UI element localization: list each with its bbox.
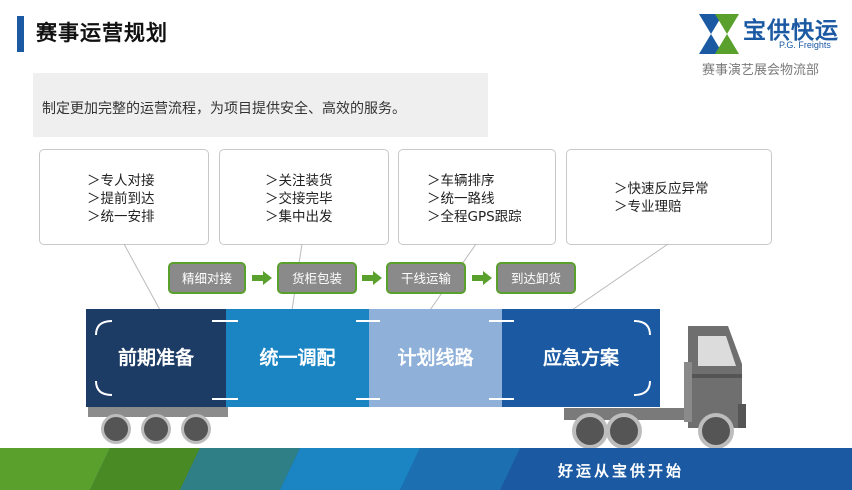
card-emergency: ＞快速反应异常 ＞专业理赔 [566, 149, 772, 245]
page-title: 赛事运营规划 [36, 21, 168, 45]
footer-banner [0, 448, 852, 490]
card-route-text: ＞车辆排序 ＞统一路线 ＞全程GPS跟踪 [427, 173, 522, 225]
card-dispatch-text: ＞关注装货 ＞交接完毕 ＞集中出发 [265, 173, 333, 225]
process-step-4: 到达卸货 [496, 262, 576, 294]
card-dispatch: ＞关注装货 ＞交接完毕 ＞集中出发 [219, 149, 389, 245]
intro-text: 制定更加完整的运营流程，为项目提供安全、高效的服务。 [42, 101, 406, 117]
brand-name: 宝供快运 [743, 18, 839, 44]
trailer-wheel [141, 414, 171, 444]
card-route: ＞车辆排序 ＞统一路线 ＞全程GPS跟踪 [398, 149, 556, 245]
truck-cab-icon [564, 326, 746, 449]
card-emergency-text: ＞快速反应异常 ＞专业理赔 [614, 181, 709, 215]
stage-dispatch: 统一调配 [226, 309, 369, 407]
arrow-right-icon [362, 271, 382, 285]
stage-emergency: 应急方案 [502, 309, 660, 407]
trailer-decoration [95, 320, 651, 400]
arrow-right-icon [252, 271, 272, 285]
intro-box [33, 73, 488, 137]
trailer-chassis [88, 407, 228, 417]
process-step-3: 干线运输 [386, 262, 466, 294]
footer-slogan: 好运从宝供开始 [558, 462, 685, 480]
brand-logo-icon [699, 14, 739, 54]
stage-route: 计划线路 [369, 309, 502, 407]
stage-preparation: 前期准备 [86, 309, 226, 407]
brand-english-name: P.G. Freights [779, 40, 831, 50]
card-preparation-text: ＞专人对接 ＞提前到达 ＞统一安排 [87, 173, 155, 225]
trailer-wheel [181, 414, 211, 444]
process-step-1: 精细对接 [168, 262, 246, 294]
trailer-wheel [101, 414, 131, 444]
process-step-2: 货柜包装 [277, 262, 357, 294]
arrow-right-icon [472, 271, 492, 285]
department-name: 赛事演艺展会物流部 [702, 63, 820, 78]
title-accent-bar [17, 16, 24, 52]
card-preparation: ＞专人对接 ＞提前到达 ＞统一安排 [39, 149, 209, 245]
